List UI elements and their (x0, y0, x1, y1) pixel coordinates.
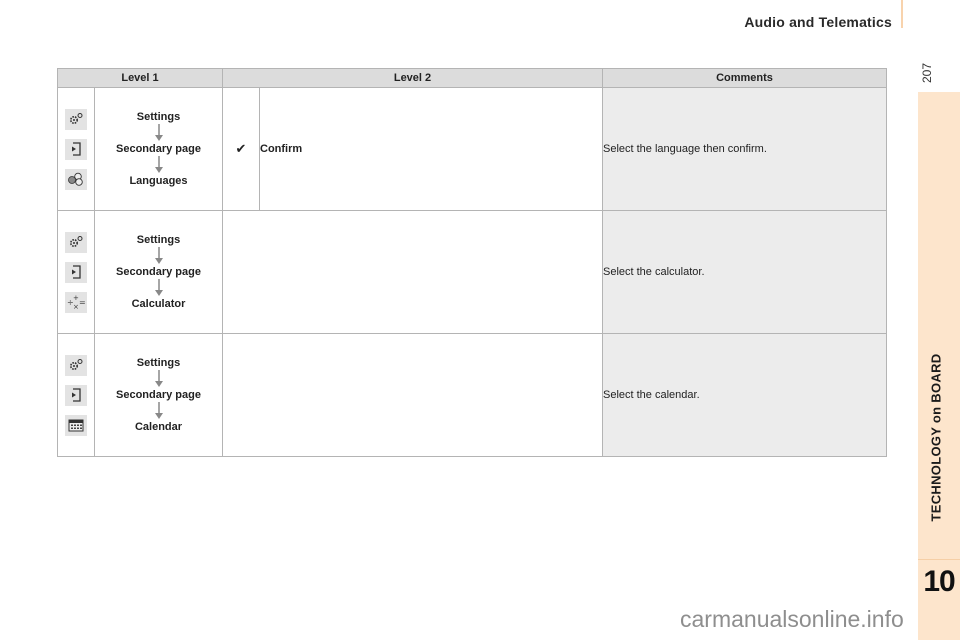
calendar-icon (65, 414, 87, 436)
svg-text:÷: ÷ (67, 298, 74, 307)
page-number-text: 207 (920, 62, 935, 84)
secondary-page-icon (65, 138, 87, 160)
settings-gears-icon (65, 231, 87, 253)
path-step-settings: Settings (136, 357, 181, 369)
settings-gears-icon (65, 108, 87, 130)
section-title-text: TECHNOLOGY on BOARD (928, 353, 944, 522)
svg-text:=: = (79, 298, 85, 307)
path-step-secondary-page: Secondary page (116, 143, 201, 155)
table-header-row: Level 1 Level 2 Comments (57, 68, 887, 88)
side-tab-divider (918, 559, 960, 560)
path-step-settings: Settings (136, 234, 181, 246)
icon-cell: ÷+×= (57, 210, 95, 334)
watermark-link[interactable]: carmanualsonline.info (680, 606, 904, 632)
comment-cell: Select the calendar. (602, 333, 887, 457)
languages-icon (65, 168, 87, 190)
table-row: Settings Secondary page Languages ✔ Conf… (57, 87, 887, 211)
level2-cell-empty (222, 333, 603, 457)
path-step-secondary-page: Secondary page (116, 389, 201, 401)
page-header-title: Audio and Telematics (744, 14, 892, 30)
svg-text:×: × (73, 303, 79, 310)
icon-cell (57, 87, 95, 211)
chapter-number: 10 (923, 565, 955, 598)
level1-path-cell: Settings Secondary page Calendar (94, 333, 223, 457)
header-accent-line (901, 0, 903, 28)
chapter-side-tab (918, 92, 960, 640)
table-row: ÷+×= Settings Secondary page Calculator … (57, 210, 887, 334)
page-number: 207 (920, 60, 937, 86)
path-step-secondary-page: Secondary page (116, 266, 201, 278)
arrow-down-icon (154, 247, 163, 264)
arrow-down-icon (154, 370, 163, 387)
arrow-down-icon (154, 156, 163, 173)
secondary-page-icon (65, 384, 87, 406)
level2-cell-empty (222, 210, 603, 334)
section-title: TECHNOLOGY on BOARD (926, 330, 946, 550)
menu-navigation-table: Level 1 Level 2 Comments Settings (57, 68, 887, 457)
path-step-calendar: Calendar (134, 421, 183, 433)
secondary-page-icon (65, 261, 87, 283)
icon-cell (57, 333, 95, 457)
column-header-level2: Level 2 (222, 68, 603, 88)
checkmark-icon: ✔ (222, 87, 260, 211)
comment-cell: Select the calculator. (602, 210, 887, 334)
column-header-comments: Comments (602, 68, 887, 88)
column-header-level1: Level 1 (57, 68, 223, 88)
level2-action-confirm: Confirm (259, 87, 603, 211)
arrow-down-icon (154, 402, 163, 419)
path-step-languages: Languages (129, 175, 188, 187)
settings-gears-icon (65, 354, 87, 376)
level1-path-cell: Settings Secondary page Calculator (94, 210, 223, 334)
arrow-down-icon (154, 124, 163, 141)
level1-path-cell: Settings Secondary page Languages (94, 87, 223, 211)
path-step-settings: Settings (136, 111, 181, 123)
svg-text:+: + (73, 294, 79, 302)
path-step-calculator: Calculator (131, 298, 186, 310)
comment-cell: Select the language then confirm. (602, 87, 887, 211)
table-row: Settings Secondary page Calendar Select … (57, 333, 887, 457)
arrow-down-icon (154, 279, 163, 296)
calculator-icon: ÷+×= (65, 291, 87, 313)
